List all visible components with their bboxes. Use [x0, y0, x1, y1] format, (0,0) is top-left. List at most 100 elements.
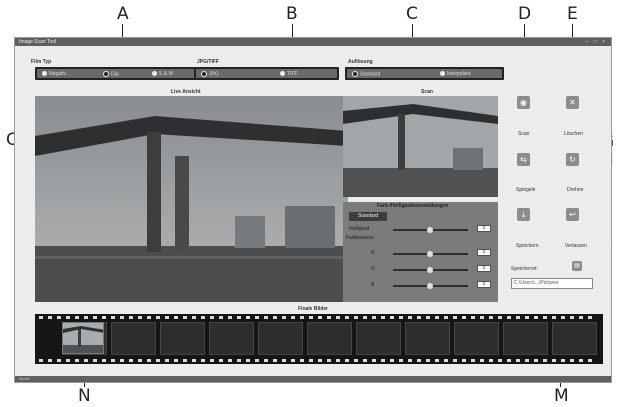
perforation-hole [426, 359, 430, 362]
format-group: JPG TIFF [194, 67, 339, 80]
perforation-hole [183, 359, 187, 362]
perforation-hole [120, 359, 124, 362]
channel-r-slider[interactable] [393, 251, 468, 257]
film-type-option-dia[interactable]: Dia [103, 71, 119, 77]
perforation-hole [219, 316, 223, 319]
perforation-hole [354, 316, 358, 319]
exit-icon: ↩ [569, 210, 576, 219]
perforation-hole [345, 316, 349, 319]
perforation-hole [579, 359, 583, 362]
mirror-icon: ⇆ [520, 155, 527, 164]
perforation-hole [525, 359, 529, 362]
window-controls[interactable]: – □ × [585, 39, 607, 45]
perforation-hole [498, 359, 502, 362]
final-images-strip [35, 314, 603, 364]
perforation-hole [462, 316, 466, 319]
mirror-label: Spiegeln [516, 187, 536, 193]
save-path-field[interactable]: C:\Users\...\Pictures [511, 278, 593, 289]
perforation-hole [237, 316, 241, 319]
color-settings-title: Farb-/Helligkeitseinstellungen [377, 203, 449, 209]
film-frame[interactable] [454, 322, 499, 355]
thumbnail-photo [63, 323, 103, 353]
live-view-image [35, 96, 348, 302]
perforation-hole [282, 359, 286, 362]
perforation-hole [525, 316, 529, 319]
perforation-hole [165, 316, 169, 319]
resolution-option-interpoliert[interactable]: Interpoliert [440, 71, 471, 77]
radio-icon [440, 71, 445, 77]
format-option-tiff[interactable]: TIFF [280, 71, 298, 77]
film-frame[interactable] [503, 322, 548, 355]
scan-view-photo [343, 96, 498, 197]
format-option-jpg[interactable]: JPG [201, 71, 219, 77]
channel-b-slider[interactable] [393, 283, 468, 289]
resolution-option-standard[interactable]: Standard [352, 71, 380, 77]
callout-a: A [117, 4, 129, 24]
perforation-hole [147, 316, 151, 319]
live-view-title: Live Ansicht [171, 89, 201, 95]
camera-icon: ◉ [520, 98, 527, 107]
perforation-hole [156, 316, 160, 319]
channel-g-value[interactable]: 0 [477, 265, 491, 272]
brightness-slider[interactable] [393, 227, 468, 233]
film-type-option-sw[interactable]: S & W [152, 71, 173, 77]
rotate-button[interactable]: ↻ [566, 153, 579, 166]
slider-thumb[interactable] [427, 283, 433, 289]
perforation-hole [210, 359, 214, 362]
title-bar: Image Scan Tool – □ × [15, 38, 611, 46]
radio-icon [280, 71, 285, 77]
channel-r-label: R [371, 250, 375, 256]
perforation-hole [399, 359, 403, 362]
final-image-thumbnail[interactable] [62, 322, 104, 354]
perforation-hole [543, 316, 547, 319]
rotate-label: Drehen [567, 187, 584, 193]
slider-thumb[interactable] [427, 251, 433, 257]
exit-button[interactable]: ↩ [566, 208, 579, 221]
perforation-hole [201, 359, 205, 362]
save-location-button[interactable]: ▤ [572, 261, 582, 271]
scan-view-image [343, 96, 498, 197]
film-frame[interactable] [307, 322, 352, 355]
folder-icon: ▤ [574, 263, 580, 269]
channel-r-value[interactable]: 0 [477, 249, 491, 256]
perforation-hole [417, 359, 421, 362]
perforation-hole [48, 316, 52, 319]
perforation-hole [273, 316, 277, 319]
film-frame[interactable] [552, 322, 597, 355]
perforation-hole [399, 316, 403, 319]
standard-button[interactable]: Standard [349, 212, 387, 221]
status-text: Bereit [19, 376, 30, 381]
delete-button[interactable]: ✕ [566, 96, 579, 109]
film-frame[interactable] [209, 322, 254, 355]
perforation-hole [138, 359, 142, 362]
channel-g-slider[interactable] [393, 267, 468, 273]
perforation-hole [489, 316, 493, 319]
film-frame[interactable] [258, 322, 303, 355]
radio-icon [42, 71, 47, 77]
perforation-hole [336, 316, 340, 319]
film-frame[interactable] [356, 322, 401, 355]
slider-thumb[interactable] [427, 227, 433, 233]
perforation-hole [507, 316, 511, 319]
save-button[interactable]: ⤓ [517, 208, 530, 221]
film-frame[interactable] [405, 322, 450, 355]
perforation-hole [291, 316, 295, 319]
film-type-option-negativ[interactable]: Negativ [42, 71, 66, 77]
film-frame[interactable] [111, 322, 156, 355]
perforation-hole [588, 316, 592, 319]
perforation-hole [219, 359, 223, 362]
perforation-hole [462, 359, 466, 362]
slider-thumb[interactable] [427, 267, 433, 273]
scan-button[interactable]: ◉ [517, 96, 530, 109]
perforation-hole [381, 316, 385, 319]
mirror-button[interactable]: ⇆ [517, 153, 530, 166]
perforation-hole [471, 316, 475, 319]
perforation-hole [327, 359, 331, 362]
perforation-hole [435, 359, 439, 362]
brightness-value[interactable]: 0 [477, 225, 491, 232]
final-images-title: Finale Bilder [298, 306, 329, 312]
perforation-hole [66, 316, 70, 319]
perforation-hole [471, 359, 475, 362]
film-frame[interactable] [160, 322, 205, 355]
channel-b-value[interactable]: 0 [477, 281, 491, 288]
